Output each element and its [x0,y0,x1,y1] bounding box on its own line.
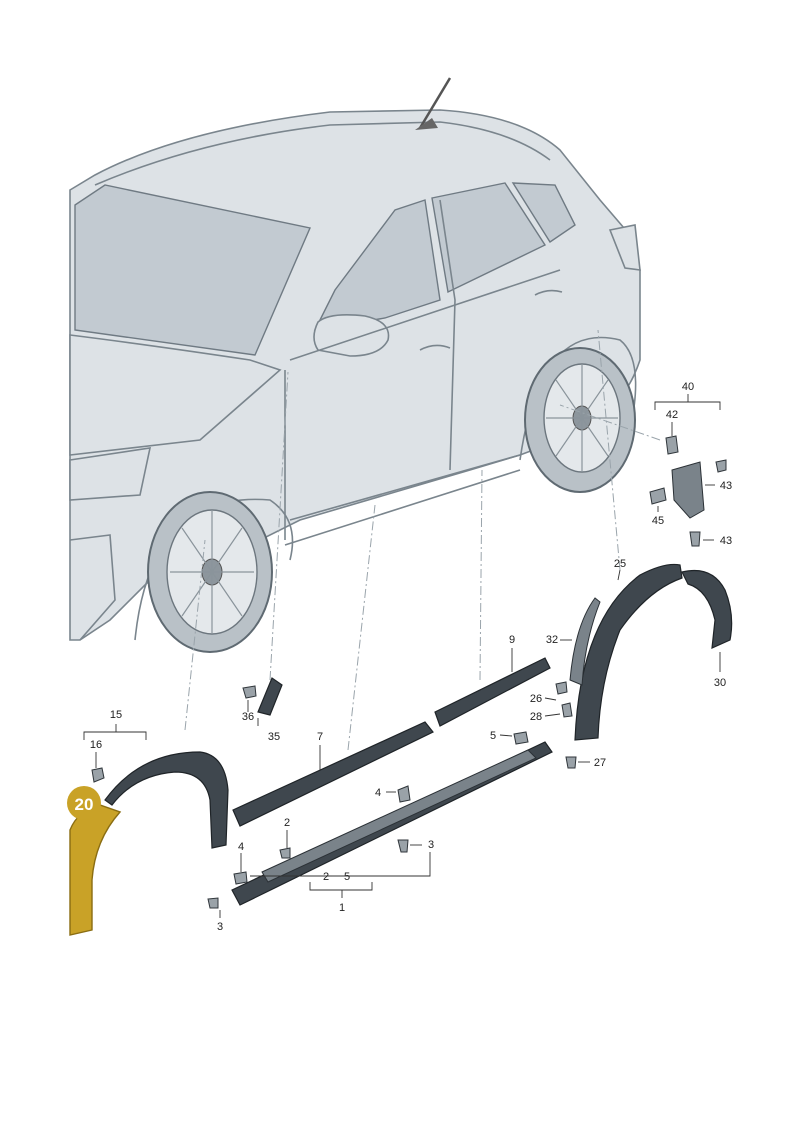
leader-lines [83,394,721,918]
part-42-nut[interactable] [665,435,679,455]
callout-43-lower: 43 [720,535,732,547]
part-9-rear-door-moulding[interactable] [434,657,551,727]
part-3-screw-right[interactable] [397,839,409,853]
car-illustration [69,77,641,653]
part-16-clip[interactable] [91,767,105,783]
callout-5-right: 5 [490,730,496,742]
part-27-screw[interactable] [565,756,577,769]
callout-4-lower: 4 [238,841,244,853]
callout-20: 20 [75,795,94,814]
part-36-clip[interactable] [242,685,257,699]
callout-20-badge[interactable] [67,786,101,820]
callout-36: 36 [242,711,254,723]
callout-16: 16 [90,739,102,751]
rear-quarter-window [511,182,576,243]
callout-5-lower: 5 [344,871,350,883]
callout-30: 30 [714,677,726,689]
part-15-front-arch-trim[interactable] [104,751,229,849]
rear-door-window [431,182,547,294]
part-45-clip[interactable] [649,487,667,505]
part-20-wheel-arch-liner[interactable] [69,804,122,936]
callout-25: 25 [614,558,626,570]
part-5-clip-right[interactable] [513,731,529,745]
callout-42: 42 [666,409,678,421]
front-door-window [313,199,441,331]
part-7-front-door-moulding[interactable] [232,721,434,827]
side-mirror [313,314,390,357]
part-35-trim-piece[interactable] [257,677,283,716]
part-2-clip-upper[interactable] [279,847,291,859]
callout-9: 9 [509,634,515,646]
part-4-clip-upper[interactable] [397,785,411,803]
callout-4-upper: 4 [375,787,381,799]
part-32-arch-extension[interactable] [569,597,601,686]
part-30-rear-arch-liner[interactable] [681,569,733,649]
headlight [69,447,152,501]
callout-labels: 20 15 16 36 35 7 9 5 4 2 4 3 2 5 1 3 25 … [67,381,732,933]
rear-wheel [524,347,636,493]
callout-2-lower: 2 [323,871,329,883]
callout-32: 32 [546,634,558,646]
part-3-screw-left[interactable] [207,897,219,909]
callout-28: 28 [530,711,542,723]
callout-43-upper: 43 [720,480,732,492]
callout-2-upper: 2 [284,817,290,829]
part-26-clip[interactable] [555,681,568,695]
part-43-screw-upper[interactable] [715,459,727,473]
callout-3-left: 3 [217,921,223,933]
callout-26: 26 [530,693,542,705]
part-28-clip[interactable] [561,702,573,718]
callout-45: 45 [652,515,664,527]
part-40-bracket[interactable] [671,461,705,519]
part-4-clip-lower[interactable] [233,871,248,885]
callout-27: 27 [594,757,606,769]
front-wheel [147,491,273,653]
windshield [74,184,311,356]
callout-3-right: 3 [428,839,434,851]
callout-40: 40 [682,381,694,393]
callout-15: 15 [110,709,122,721]
assembly-guide-lines [184,329,661,751]
part-43-screw-lower[interactable] [689,531,701,547]
callout-1: 1 [339,902,345,914]
callout-35: 35 [268,731,280,743]
part-25-rear-arch-trim[interactable] [574,563,683,741]
callout-7: 7 [317,731,323,743]
